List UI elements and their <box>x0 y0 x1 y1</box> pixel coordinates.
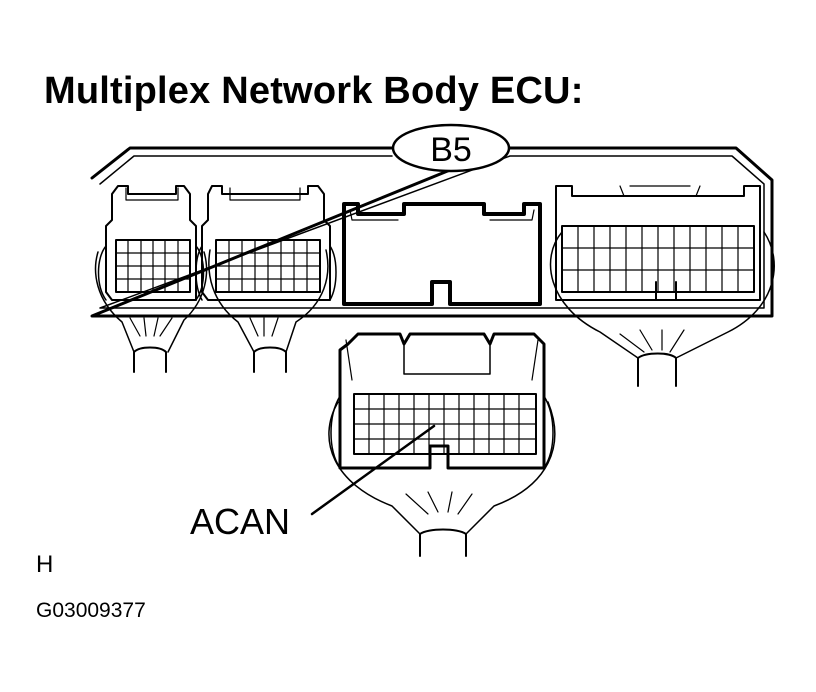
view-marker: H <box>36 551 53 578</box>
connector-id-badge: B5 <box>391 123 511 173</box>
wire-harness-2-icon <box>208 249 329 373</box>
connector-4 <box>555 185 761 301</box>
connector-2 <box>195 185 337 301</box>
wire-harness-5-icon <box>328 401 556 557</box>
wire-harness-1-icon <box>94 251 208 373</box>
figure-code: G03009377 <box>36 599 146 622</box>
acan-leader-line <box>310 424 436 516</box>
connector-1 <box>97 185 205 301</box>
acan-terminal-label: ACAN <box>190 501 290 542</box>
wire-harness-4-icon <box>549 231 775 387</box>
diagram-title: Multiplex Network Body ECU: <box>44 70 584 112</box>
connector-5 <box>330 332 554 470</box>
connector-id-text: B5 <box>430 131 472 169</box>
connector-3 <box>342 202 542 306</box>
